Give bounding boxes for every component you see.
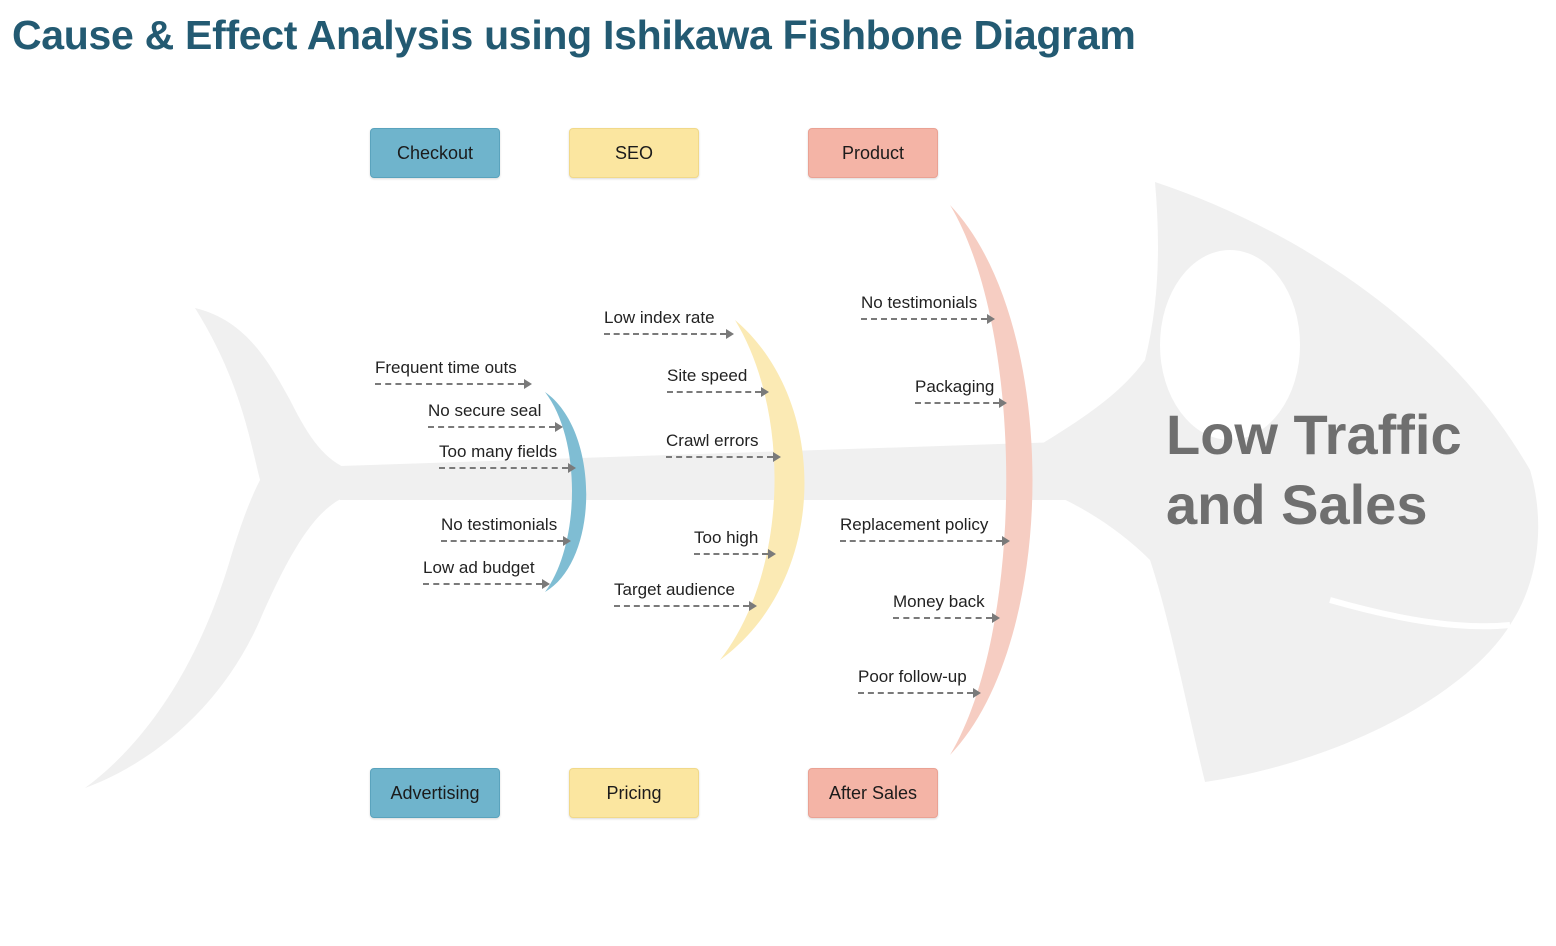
category-after-sales[interactable]: After Sales: [808, 768, 938, 818]
dashed-arrow-icon: [666, 452, 781, 462]
dashed-arrow-icon: [858, 688, 981, 698]
dashed-arrow-icon: [614, 601, 757, 611]
dashed-arrow-icon: [423, 579, 550, 589]
dashed-arrow-icon: [439, 463, 576, 473]
cause-label: Low ad budget: [423, 558, 535, 577]
category-checkout[interactable]: Checkout: [370, 128, 500, 178]
cause-label: Crawl errors: [666, 431, 759, 450]
cause-label: No testimonials: [861, 293, 978, 312]
fish-spine: [340, 440, 1120, 500]
cause-item: No secure seal: [428, 401, 563, 432]
effect-label: Low Traffic and Sales: [1166, 400, 1462, 540]
page-title: Cause & Effect Analysis using Ishikawa F…: [12, 12, 1136, 58]
cause-item: Crawl errors: [666, 431, 781, 462]
cause-item: Money back: [893, 592, 1000, 623]
dashed-arrow-icon: [861, 314, 995, 324]
fish-tail: [85, 308, 350, 788]
cause-label: Too high: [694, 528, 759, 547]
dashed-arrow-icon: [375, 379, 532, 389]
dashed-arrow-icon: [694, 549, 776, 559]
cause-item: No testimonials: [861, 293, 995, 324]
category-label: Pricing: [606, 782, 662, 803]
cause-item: Packaging: [915, 377, 1007, 408]
effect-line-2: and Sales: [1166, 473, 1428, 536]
dashed-arrow-icon: [840, 536, 1010, 546]
cause-label: Poor follow-up: [858, 667, 967, 686]
fish-gill: [1329, 597, 1511, 630]
cause-label: Frequent time outs: [375, 358, 517, 377]
category-product[interactable]: Product: [808, 128, 938, 178]
cause-label: Low index rate: [604, 308, 715, 327]
dashed-arrow-icon: [667, 387, 769, 397]
seo-arc: [720, 320, 805, 660]
cause-label: Packaging: [915, 377, 995, 396]
cause-item: Low ad budget: [423, 558, 550, 589]
cause-item: Site speed: [667, 366, 769, 397]
dashed-arrow-icon: [893, 613, 1000, 623]
cause-item: No testimonials: [441, 515, 571, 546]
cause-label: No secure seal: [428, 401, 542, 420]
dashed-arrow-icon: [441, 536, 571, 546]
cause-item: Frequent time outs: [375, 358, 532, 389]
category-seo[interactable]: SEO: [569, 128, 699, 178]
fish-eye: [1160, 250, 1300, 440]
cause-label: Too many fields: [439, 442, 558, 461]
category-label: Checkout: [396, 142, 474, 163]
product-arc: [950, 205, 1033, 755]
dashed-arrow-icon: [915, 398, 1007, 408]
checkout-arc: [545, 392, 587, 592]
dashed-arrow-icon: [604, 329, 734, 339]
effect-line-1: Low Traffic: [1166, 403, 1462, 466]
cause-label: Replacement policy: [840, 515, 989, 534]
cause-label: Money back: [893, 592, 985, 611]
cause-item: Replacement policy: [840, 515, 1010, 546]
cause-label: Target audience: [614, 580, 735, 599]
category-label: SEO: [614, 142, 653, 163]
cause-label: Site speed: [667, 366, 748, 385]
category-advertising[interactable]: Advertising: [370, 768, 500, 818]
cause-item: Too high: [694, 528, 776, 559]
dashed-arrow-icon: [428, 422, 563, 432]
category-label: Advertising: [390, 782, 480, 803]
category-label: After Sales: [828, 782, 918, 803]
cause-item: Poor follow-up: [858, 667, 981, 698]
cause-item: Target audience: [614, 580, 757, 611]
cause-item: Too many fields: [439, 442, 576, 473]
cause-label: No testimonials: [441, 515, 558, 534]
cause-item: Low index rate: [604, 308, 734, 339]
category-pricing[interactable]: Pricing: [569, 768, 699, 818]
category-label: Product: [841, 142, 905, 163]
